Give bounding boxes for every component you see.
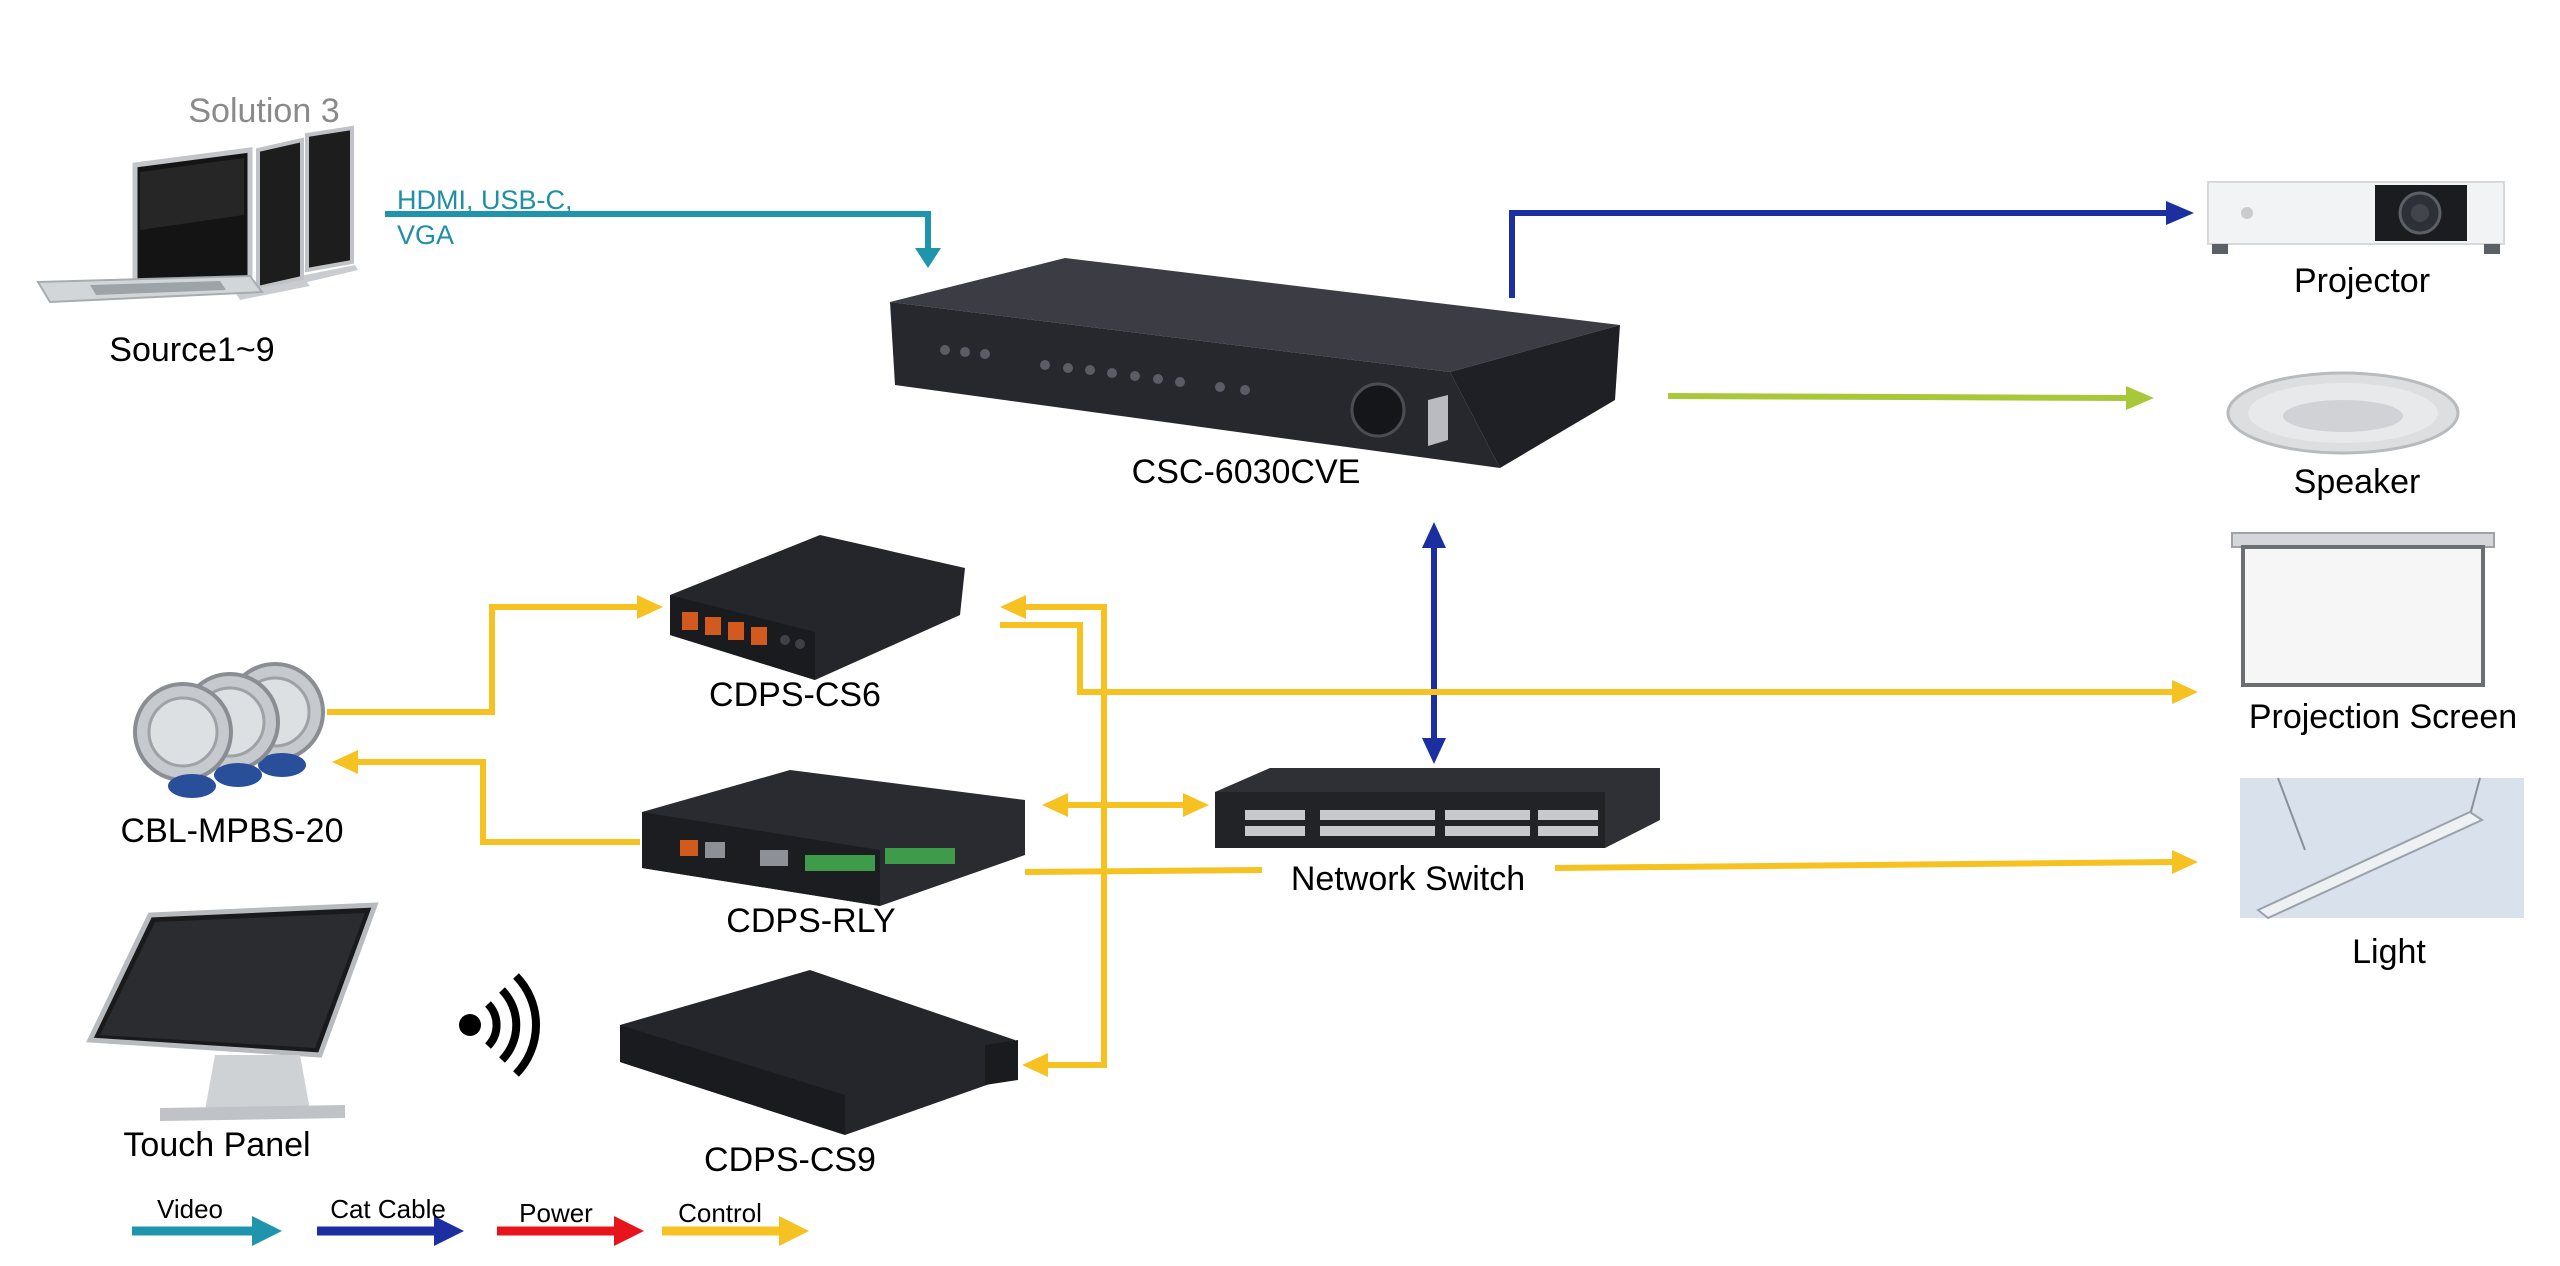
- legend-power-arrowhead: [614, 1216, 644, 1246]
- control-arrowhead-rly: [1042, 793, 1068, 817]
- network-switch-label: Network Switch: [1290, 860, 1526, 898]
- legend-cat-arrowhead: [434, 1216, 464, 1246]
- legend-control-arrowhead: [779, 1216, 809, 1246]
- projection-screen-icon: [2231, 532, 2495, 687]
- push-buttons-icon: [133, 662, 325, 798]
- video-link-label: HDMI, USB-C, VGA: [397, 183, 573, 253]
- video-link-label-line2: VGA: [397, 220, 455, 250]
- ceiling-speaker-icon: [2226, 371, 2460, 455]
- legend-power-label: Power: [519, 1198, 593, 1228]
- cdps-cs9-label: CDPS-CS9: [704, 1141, 876, 1179]
- video-link-label-line1: HDMI, USB-C,: [397, 185, 573, 215]
- cat-arrowhead-up: [1422, 522, 1446, 548]
- cdps-rly-label: CDPS-RLY: [726, 902, 896, 940]
- control-link-to-light: [1554, 859, 2176, 871]
- light-fixture-icon: [2240, 777, 2524, 920]
- legend-cat-label: Cat Cable: [330, 1194, 446, 1224]
- control-arrowhead-cs6: [637, 595, 663, 619]
- legend: [132, 1216, 809, 1246]
- cat-arrowhead-down: [1422, 738, 1446, 764]
- control-link-rly-to-buttons: [355, 759, 640, 845]
- connections: [327, 201, 2198, 1077]
- matrix-switcher-icon: [890, 258, 1620, 468]
- video-arrowhead: [915, 248, 941, 268]
- control-arrowhead-buttons: [332, 750, 358, 774]
- control-bus-cs6-cs9: [1025, 604, 1107, 1068]
- audio-arrowhead-speaker: [2126, 386, 2154, 410]
- touch-panel-icon: [86, 902, 379, 1121]
- solution-label: Solution 3: [188, 92, 340, 130]
- cdps-cs9-device-icon: [620, 970, 1018, 1135]
- control-link-cs6-to-screen: [1000, 622, 2175, 695]
- audio-link-matrix-to-speaker: [1667, 393, 2131, 401]
- projection-screen-label: Projection Screen: [2248, 698, 2518, 736]
- video-link-source-to-matrix: [385, 211, 931, 252]
- touch-panel-label: Touch Panel: [123, 1126, 311, 1164]
- cdps-cs6-device-icon: [670, 535, 965, 680]
- control-arrowhead-switch: [1183, 793, 1209, 817]
- source-label: Source1~9: [109, 331, 275, 369]
- cdps-rly-device-icon: [642, 770, 1025, 906]
- wireless-signal-icon: [459, 973, 541, 1077]
- projector-icon: [2207, 181, 2505, 254]
- light-label: Light: [2352, 933, 2426, 971]
- control-arrowhead-cs6-right: [1000, 595, 1026, 619]
- control-arrowhead-cs9: [1022, 1053, 1048, 1077]
- cbl-mpbs-label: CBL-MPBS-20: [120, 812, 344, 850]
- cat-link-matrix-to-projector: [1509, 210, 2170, 298]
- control-link-rly-to-switch-label: [1024, 867, 1263, 875]
- laptop-group-icon: [36, 125, 358, 304]
- matrix-label: CSC-6030CVE: [1131, 453, 1361, 491]
- control-arrowhead-screen: [2172, 680, 2198, 704]
- legend-video-arrowhead: [252, 1216, 282, 1246]
- legend-video-label: Video: [156, 1194, 224, 1224]
- network-switch-icon: [1215, 768, 1660, 848]
- cat-arrowhead-projector: [2166, 201, 2194, 225]
- control-link-buttons-to-cs6: [327, 604, 640, 715]
- projector-label: Projector: [2293, 262, 2431, 300]
- control-arrowhead-light: [2172, 850, 2198, 874]
- cdps-cs6-label: CDPS-CS6: [709, 676, 881, 714]
- legend-control-label: Control: [678, 1198, 762, 1228]
- speaker-label: Speaker: [2293, 463, 2421, 501]
